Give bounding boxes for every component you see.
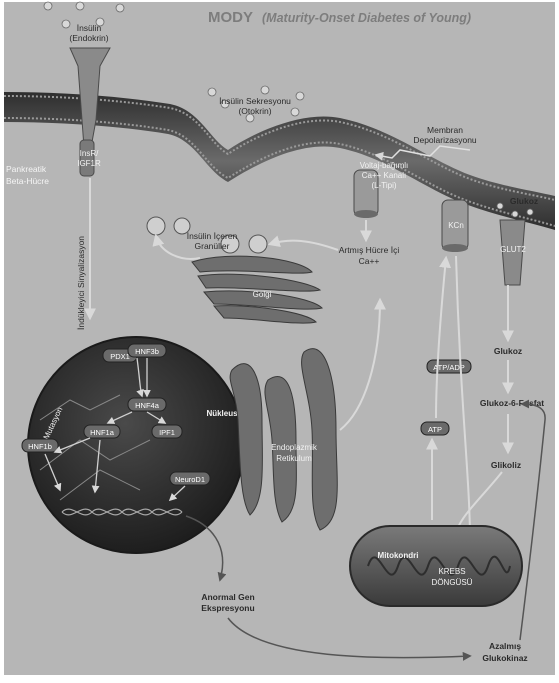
- gene-ipf1-label: IPF1: [159, 428, 175, 437]
- label-membrane-2: Depolarizasyonu: [413, 135, 477, 145]
- label-kcn: KCn: [448, 221, 464, 230]
- label-induced-signaling: İndükleyici Sinyalizasyon: [76, 236, 86, 330]
- label-nucleus: Nükleus: [206, 409, 238, 418]
- gene-hnf1b-label: HNF1b: [28, 442, 52, 451]
- label-calcium-2: Ca++: [359, 256, 380, 266]
- label-voltage-3: (L-Tipi): [371, 181, 396, 190]
- atp-label: ATP: [428, 425, 442, 434]
- label-insulin-secretion-2: (Otokrin): [238, 106, 271, 116]
- mitochondria-icon: [350, 526, 522, 606]
- gene-hnf1a: HNF1a: [84, 425, 120, 438]
- label-insr-1: InsR/: [80, 149, 99, 158]
- gene-hnf1b: HNF1b: [22, 439, 58, 452]
- label-insulin-secretion-1: İnsülin Sekresyonu: [219, 96, 291, 106]
- label-er-2: Retikulum: [276, 454, 312, 463]
- label-krebs-1: KREBS: [438, 567, 465, 576]
- gene-hnf1a-label: HNF1a: [90, 428, 115, 437]
- atp-adp-badge: ATP/ADP: [427, 360, 471, 373]
- label-pancreatic-1: Pankreatik: [6, 164, 47, 174]
- label-golgi: Golgi: [253, 290, 272, 299]
- label-voltage-2: Ca++ Kanalı: [362, 171, 406, 180]
- label-insulin-endocrine-1: İnsülin: [77, 23, 102, 33]
- label-glucose-top: Glukoz: [510, 196, 538, 206]
- label-glucose-mid: Glukoz: [494, 346, 522, 356]
- gene-hnf4a-label: HNF4a: [135, 401, 160, 410]
- gene-pdx1-label: PDX1: [110, 352, 130, 361]
- title-subtitle: (Maturity-Onset Diabetes of Young): [262, 11, 471, 25]
- nucleus-icon: [28, 337, 244, 553]
- label-glycolysis: Glikoliz: [491, 460, 521, 470]
- gene-hnf4a: HNF4a: [128, 398, 166, 411]
- label-insr-2: IGF1R: [77, 159, 101, 168]
- title-main: MODY: [208, 9, 253, 26]
- label-membrane-1: Membran: [427, 125, 463, 135]
- label-granules-1: İnsülin İçeren: [187, 231, 238, 241]
- gene-ipf1: IPF1: [152, 425, 182, 438]
- label-abnormal-1: Anormal Gen: [201, 592, 254, 602]
- label-voltage-1: Voltaj-bağımlı: [360, 161, 408, 170]
- label-granules-2: Granüller: [195, 241, 230, 251]
- label-glut2: GLUT2: [500, 245, 526, 254]
- label-glucokinase-2: Glukokinaz: [482, 653, 527, 663]
- label-krebs-2: DÖNGÜSÜ: [432, 578, 473, 587]
- label-glucokinase-1: Azalmış: [489, 641, 521, 651]
- label-pancreatic-2: Beta-Hücre: [6, 176, 49, 186]
- label-er-1: Endoplazmik: [271, 443, 318, 452]
- gene-neurod1: NeuroD1: [170, 472, 210, 485]
- diagram-title: MODY (Maturity-Onset Diabetes of Young): [208, 9, 471, 26]
- label-glucose6p: Glukoz-6-Fosfat: [480, 398, 544, 408]
- gene-neurod1-label: NeuroD1: [175, 475, 205, 484]
- atp-badge: ATP: [421, 422, 449, 435]
- label-insulin-endocrine-2: (Endokrin): [69, 33, 108, 43]
- label-abnormal-2: Ekspresyonu: [201, 603, 254, 613]
- gene-hnf3b-label: HNF3b: [135, 347, 159, 356]
- gene-hnf3b: HNF3b: [128, 344, 166, 357]
- label-calcium-1: Artmış Hücre İçi: [339, 245, 400, 255]
- label-mitochondria: Mitokondri: [378, 551, 419, 560]
